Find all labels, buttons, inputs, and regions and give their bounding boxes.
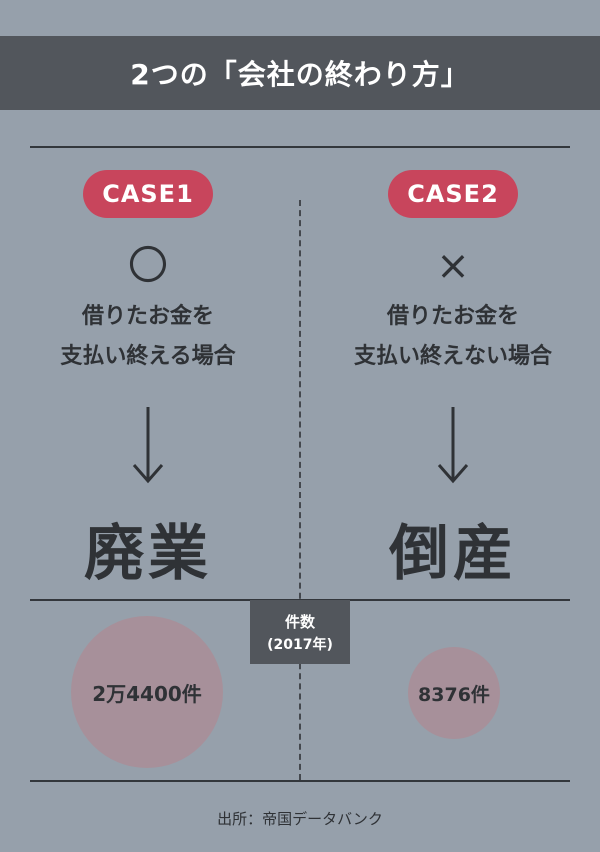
case1-result: 廃業 bbox=[84, 519, 212, 589]
source-note: 出所：帝国データバンク bbox=[217, 810, 383, 828]
center-dashed-divider bbox=[299, 200, 301, 780]
case2-badge: CASE2 bbox=[388, 170, 518, 218]
bottom-divider bbox=[30, 780, 570, 782]
case1-condition-line2: 支払い終える場合 bbox=[60, 344, 236, 369]
case1-count-bubble: 2万4400件 bbox=[71, 616, 223, 768]
case2-condition-line1: 借りたお金を bbox=[386, 304, 519, 329]
down-arrow-icon bbox=[437, 407, 469, 484]
case2-count-bubble: 8376件 bbox=[408, 647, 500, 739]
circle-mark-icon: 〇 bbox=[128, 243, 168, 289]
cross-mark-icon: × bbox=[436, 243, 470, 289]
case2-condition: 借りたお金を 支払い終えない場合 bbox=[313, 297, 593, 377]
count-year: (2017年) bbox=[267, 636, 333, 653]
case1-condition-line1: 借りたお金を bbox=[81, 304, 214, 329]
case1-count: 2万4400件 bbox=[92, 681, 202, 706]
header-bar: 2つの「会社の終わり方」 bbox=[0, 36, 600, 110]
case1-condition: 借りたお金を 支払い終える場合 bbox=[8, 297, 288, 377]
top-divider bbox=[30, 146, 570, 148]
count-label-box: 件数 (2017年) bbox=[250, 600, 350, 664]
case2-condition-line2: 支払い終えない場合 bbox=[353, 344, 552, 369]
case2-result: 倒産 bbox=[389, 519, 517, 589]
count-label: 件数 bbox=[284, 612, 315, 631]
down-arrow-icon bbox=[132, 407, 164, 484]
case2-count: 8376件 bbox=[418, 683, 490, 706]
case1-badge: CASE1 bbox=[83, 170, 213, 218]
page-title: 2つの「会社の終わり方」 bbox=[130, 58, 470, 91]
